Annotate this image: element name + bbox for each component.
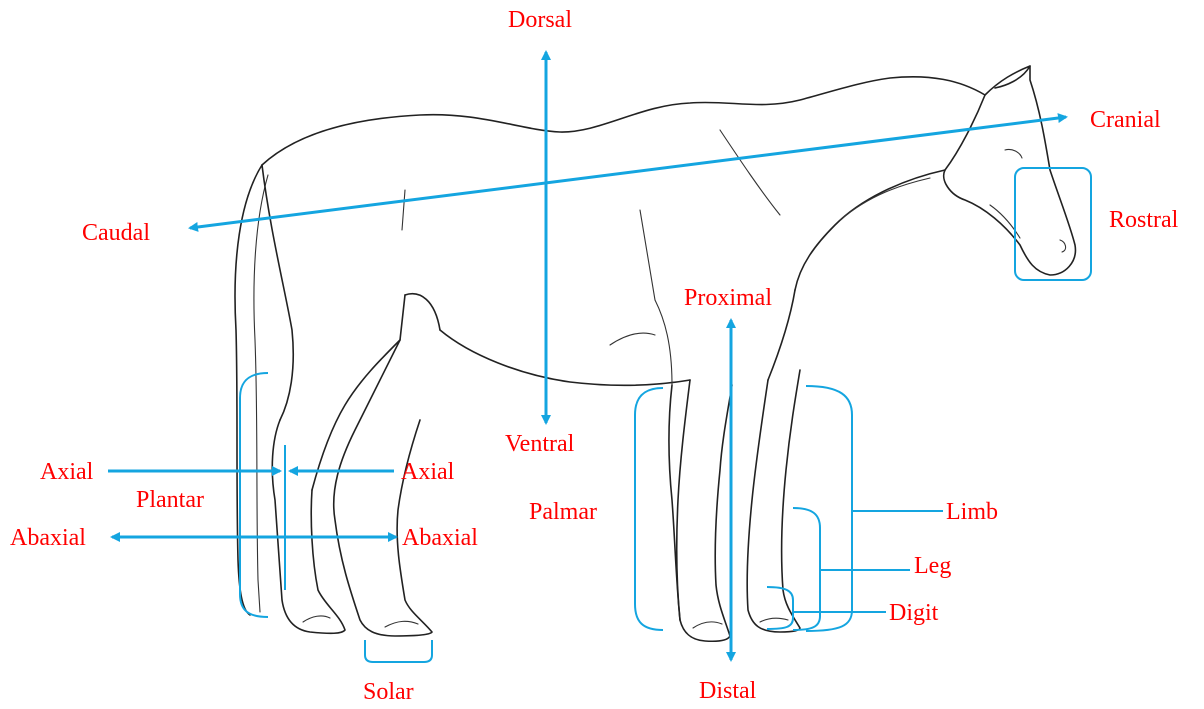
label-leg: Leg — [914, 553, 951, 579]
label-axial-right: Axial — [401, 459, 455, 485]
label-plantar: Plantar — [136, 487, 204, 513]
label-caudal: Caudal — [82, 220, 150, 246]
limb-bracket — [806, 386, 852, 631]
label-abaxial-right: Abaxial — [402, 525, 478, 551]
label-rostral: Rostral — [1109, 207, 1179, 233]
label-palmar: Palmar — [529, 499, 597, 525]
label-dorsal: Dorsal — [508, 7, 572, 33]
label-cranial: Cranial — [1090, 107, 1161, 133]
rostral-box — [1015, 168, 1091, 280]
palmar-bracket — [635, 388, 663, 630]
label-abaxial-left: Abaxial — [10, 525, 86, 551]
label-ventral: Ventral — [505, 431, 575, 457]
label-proximal: Proximal — [684, 285, 772, 311]
solar-bracket — [365, 640, 432, 662]
label-limb: Limb — [946, 499, 998, 525]
plantar-bracket — [240, 373, 268, 617]
label-digit: Digit — [889, 600, 939, 626]
label-axial-left: Axial — [40, 459, 94, 485]
label-solar: Solar — [363, 679, 414, 705]
label-distal: Distal — [699, 678, 757, 704]
